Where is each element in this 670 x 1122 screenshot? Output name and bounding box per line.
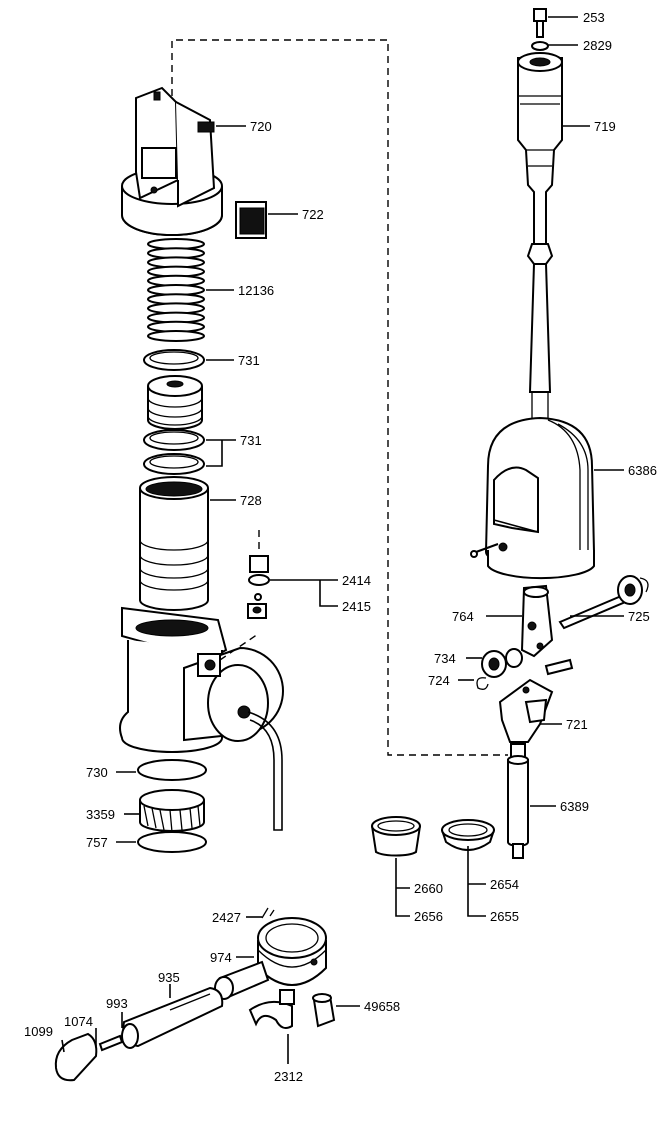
label-6386: 6386: [628, 463, 657, 478]
part-253-screw: [533, 8, 547, 38]
part-6389-rod: [507, 743, 529, 859]
assembly-dashed-line: [171, 39, 508, 756]
part-935-handle: [121, 986, 224, 1049]
label-2660: 2660: [414, 881, 443, 896]
label-2427: 2427: [212, 910, 241, 925]
label-2654: 2654: [490, 877, 519, 892]
part-top-cap: [121, 86, 223, 236]
part-49658-nut: [312, 993, 336, 1028]
label-1099: 1099: [24, 1024, 53, 1039]
label-725: 725: [628, 609, 650, 624]
label-731-upper: 731: [238, 353, 260, 368]
label-253: 253: [583, 10, 605, 25]
part-1074-screw: [98, 1034, 124, 1052]
label-722: 722: [302, 207, 324, 222]
label-734: 734: [434, 651, 456, 666]
part-757-gasket: [137, 831, 207, 853]
part-730-gasket: [137, 759, 207, 781]
part-731-ring-upper: [143, 349, 205, 371]
part-2312-spout: [248, 989, 295, 1029]
label-720: 720: [250, 119, 272, 134]
label-2312: 2312: [274, 1069, 303, 1084]
part-2414-2415-valve: [247, 530, 270, 619]
label-757: 757: [86, 835, 108, 850]
part-2660-basket: [371, 816, 421, 857]
spring-coil: [147, 330, 205, 342]
label-1074: 1074: [64, 1014, 93, 1029]
label-2829: 2829: [583, 38, 612, 53]
part-721-cam: [498, 658, 574, 743]
part-labels: 253 2829 719 720 722 12136 731 731 728 2…: [24, 10, 657, 1084]
label-724: 724: [428, 673, 450, 688]
part-719-handle: [517, 52, 563, 245]
label-12136: 12136: [238, 283, 274, 298]
part-720-clip: [197, 121, 215, 133]
label-2656: 2656: [414, 909, 443, 924]
label-3359: 3359: [86, 807, 115, 822]
label-730: 730: [86, 765, 108, 780]
label-935: 935: [158, 970, 180, 985]
label-728: 728: [240, 493, 262, 508]
label-764: 764: [452, 609, 474, 624]
part-722-block: [235, 201, 267, 239]
label-2414: 2414: [342, 573, 371, 588]
leader-lines: [61, 16, 624, 1064]
label-49658: 49658: [364, 999, 400, 1014]
part-2654-basket: [441, 819, 495, 851]
part-728-sleeve: [139, 476, 209, 611]
part-group-body: [119, 606, 284, 831]
part-6386-housing: [470, 416, 596, 580]
part-734-bearing: [481, 648, 523, 678]
label-731-pair: 731: [240, 433, 262, 448]
part-1099-knob: [54, 1032, 98, 1082]
label-993: 993: [106, 996, 128, 1011]
part-lever-arm: [526, 243, 554, 421]
part-2829-washer: [531, 41, 549, 51]
label-721: 721: [566, 717, 588, 732]
part-724-clip: [476, 677, 489, 690]
label-2415: 2415: [342, 599, 371, 614]
part-731-ring-pair: [143, 429, 205, 475]
label-2655: 2655: [490, 909, 519, 924]
part-12136-spring: [147, 238, 205, 342]
part-piston: [147, 375, 203, 430]
label-6389: 6389: [560, 799, 589, 814]
label-974: 974: [210, 950, 232, 965]
part-764-link: [520, 584, 554, 658]
part-725-pin: [558, 575, 649, 630]
part-3359-ring: [139, 789, 205, 833]
label-719: 719: [594, 119, 616, 134]
part-974-portafilter: [214, 907, 327, 1000]
